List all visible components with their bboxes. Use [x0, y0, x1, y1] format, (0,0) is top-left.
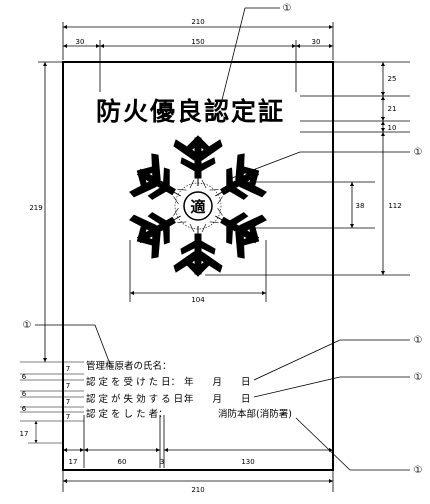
right-dimensions	[205, 61, 410, 276]
certificate-border	[62, 61, 334, 471]
callout-marker-received: ①	[414, 335, 423, 346]
bottom-dimensions	[62, 415, 334, 492]
callout-marker-emblem: ①	[414, 147, 423, 158]
emblem-snowflake	[124, 135, 272, 277]
field-expiry-date-label: 認 定 が 失 効 す る 日：	[86, 394, 193, 405]
field-issuer-value: 消防本部(消防署)	[218, 409, 292, 420]
dim-top-right-margin: 30	[312, 38, 321, 46]
dim-row-offset-2: 6	[22, 390, 27, 398]
field-expiry-date-value: 年 月 日	[184, 394, 251, 405]
row-guides	[20, 361, 84, 444]
dim-right-title-top: 25	[388, 75, 397, 83]
top-dimensions	[62, 22, 334, 92]
left-dimension	[38, 61, 63, 362]
emblem-character: 適	[190, 198, 205, 216]
dim-row-gap-1: 7	[66, 365, 70, 373]
dim-right-gap: 10	[388, 124, 397, 132]
callout-marker-issuer: ①	[414, 465, 423, 476]
dim-bottom-small: 3	[160, 458, 164, 466]
field-received-date-label: 認 定 を 受 け た 日：	[86, 377, 181, 388]
dim-bottom-offset: 17	[20, 430, 29, 438]
dim-bottom-left: 17	[69, 458, 78, 466]
dim-emblem-inner: 38	[356, 202, 365, 210]
dim-top-left-margin: 30	[76, 38, 85, 46]
dim-emblem-width: 104	[191, 296, 205, 304]
dim-top-middle: 150	[191, 38, 204, 46]
field-issuer-label: 認 定 を し た 者：	[86, 409, 168, 420]
dim-row-offset-1: 6	[22, 373, 27, 381]
dim-left-height: 219	[29, 204, 42, 212]
callout-marker-name: ①	[23, 320, 32, 331]
dim-row-gap-3: 7	[66, 398, 70, 406]
dim-row-offset-3: 6	[22, 405, 27, 413]
certificate-title: 防火優良認定証	[96, 97, 286, 126]
callout-marker-expires: ①	[414, 372, 423, 383]
emblem-center-circle	[183, 191, 213, 221]
field-received-date-value: 年 月 日	[184, 377, 251, 388]
dim-row-gap-4: 7	[66, 413, 70, 421]
dim-bottom-middle: 60	[118, 458, 127, 466]
callout-marker-title: ①	[283, 3, 292, 14]
dim-bottom-right: 130	[241, 458, 254, 466]
dim-bottom-width: 210	[191, 486, 204, 494]
dim-row-gap-2: 7	[66, 382, 70, 390]
dim-right-title-height: 21	[388, 105, 397, 113]
emblem-width-dimension	[129, 240, 267, 302]
field-holder-name-label: 管理権原者の氏名：	[86, 361, 172, 372]
dim-top-width: 210	[191, 18, 204, 26]
dim-emblem-height: 112	[388, 202, 401, 210]
callout-leaders	[35, 7, 410, 471]
